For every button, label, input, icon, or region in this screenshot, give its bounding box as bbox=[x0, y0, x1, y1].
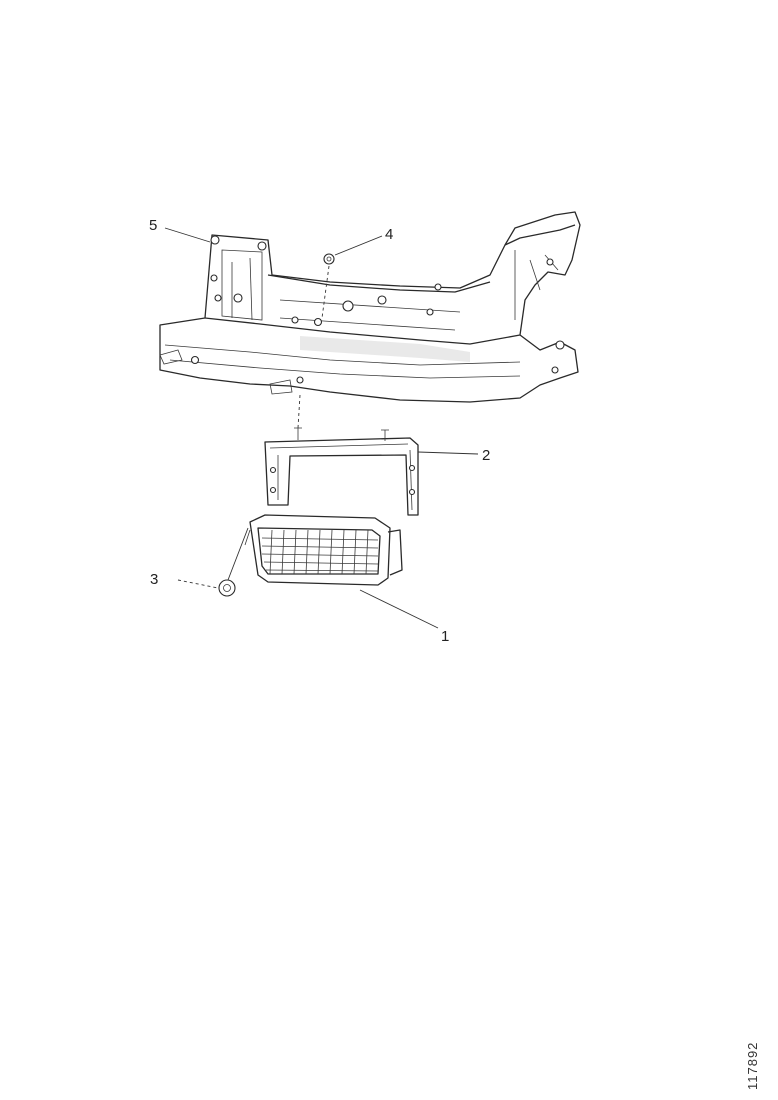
callout-5: 5 bbox=[149, 217, 157, 234]
callout-3: 3 bbox=[150, 571, 158, 588]
washer-part-3 bbox=[218, 579, 236, 597]
leader-lines bbox=[164, 227, 479, 629]
front-cross-member bbox=[159, 211, 581, 403]
mounting-bracket-part-2 bbox=[264, 427, 419, 516]
callout-4: 4 bbox=[385, 226, 393, 243]
callout-2: 2 bbox=[482, 447, 490, 464]
nut-part-4 bbox=[323, 253, 335, 265]
callout-1: 1 bbox=[441, 628, 449, 645]
callout-labels: 5 4 2 3 1 bbox=[149, 217, 490, 645]
grille-part-1 bbox=[244, 514, 403, 586]
reference-code: 117892 bbox=[745, 1041, 760, 1090]
